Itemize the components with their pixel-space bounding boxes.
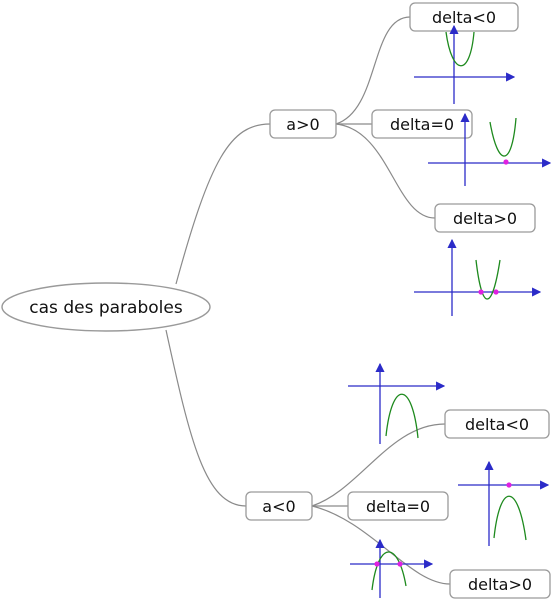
leaf-node-a-negative-delta-zero[interactable]: delta=0 bbox=[347, 491, 449, 521]
branch-node-a-negative[interactable]: a<0 bbox=[245, 491, 313, 521]
leaf-label-a-negative-delta-positive: delta>0 bbox=[468, 575, 532, 594]
root-label: cas des paraboles bbox=[29, 298, 183, 318]
parabola-sketch-a-positive-delta-zero bbox=[428, 112, 552, 186]
parabola-sketch-a-negative-delta-zero bbox=[458, 460, 550, 546]
root-point bbox=[478, 289, 484, 295]
parabola-sketch-a-positive-delta-negative bbox=[414, 24, 516, 104]
root-point bbox=[374, 561, 380, 567]
connector-a-negative-to-delta-positive bbox=[311, 505, 451, 585]
leaf-node-a-positive-delta-zero[interactable]: delta=0 bbox=[371, 109, 473, 139]
parabola-sketch-a-negative-delta-positive bbox=[350, 538, 434, 598]
leaf-node-a-negative-delta-positive[interactable]: delta>0 bbox=[449, 569, 551, 599]
leaf-label-a-positive-delta-positive: delta>0 bbox=[453, 209, 517, 228]
connector-root-to-a-negative bbox=[165, 329, 247, 507]
connector-a-negative-to-delta-negative bbox=[311, 423, 446, 507]
leaf-node-a-positive-delta-positive[interactable]: delta>0 bbox=[434, 203, 536, 233]
root-point bbox=[506, 482, 512, 488]
branch-node-a-positive[interactable]: a>0 bbox=[269, 109, 337, 139]
root-point bbox=[493, 289, 499, 295]
leaf-label-a-positive-delta-negative: delta<0 bbox=[432, 8, 496, 27]
branch-label-a-negative: a<0 bbox=[262, 497, 295, 516]
parabola-sketch-a-negative-delta-negative bbox=[348, 362, 446, 444]
connector-a-positive-to-delta-positive bbox=[335, 123, 436, 219]
root-node[interactable]: cas des paraboles bbox=[1, 282, 211, 332]
leaf-label-a-negative-delta-zero: delta=0 bbox=[366, 497, 430, 516]
connectors bbox=[165, 16, 451, 585]
parabola-sketch-a-positive-delta-positive bbox=[414, 238, 542, 316]
branch-label-a-positive: a>0 bbox=[286, 115, 319, 134]
root-point bbox=[397, 561, 403, 567]
connector-a-positive-to-delta-negative bbox=[335, 16, 411, 125]
leaf-node-a-positive-delta-negative[interactable]: delta<0 bbox=[409, 2, 519, 32]
leaf-label-a-positive-delta-zero: delta=0 bbox=[390, 115, 454, 134]
root-point bbox=[503, 159, 509, 165]
connector-root-to-a-positive bbox=[175, 123, 271, 285]
leaf-node-a-negative-delta-negative[interactable]: delta<0 bbox=[444, 409, 550, 439]
leaf-label-a-negative-delta-negative: delta<0 bbox=[465, 415, 529, 434]
